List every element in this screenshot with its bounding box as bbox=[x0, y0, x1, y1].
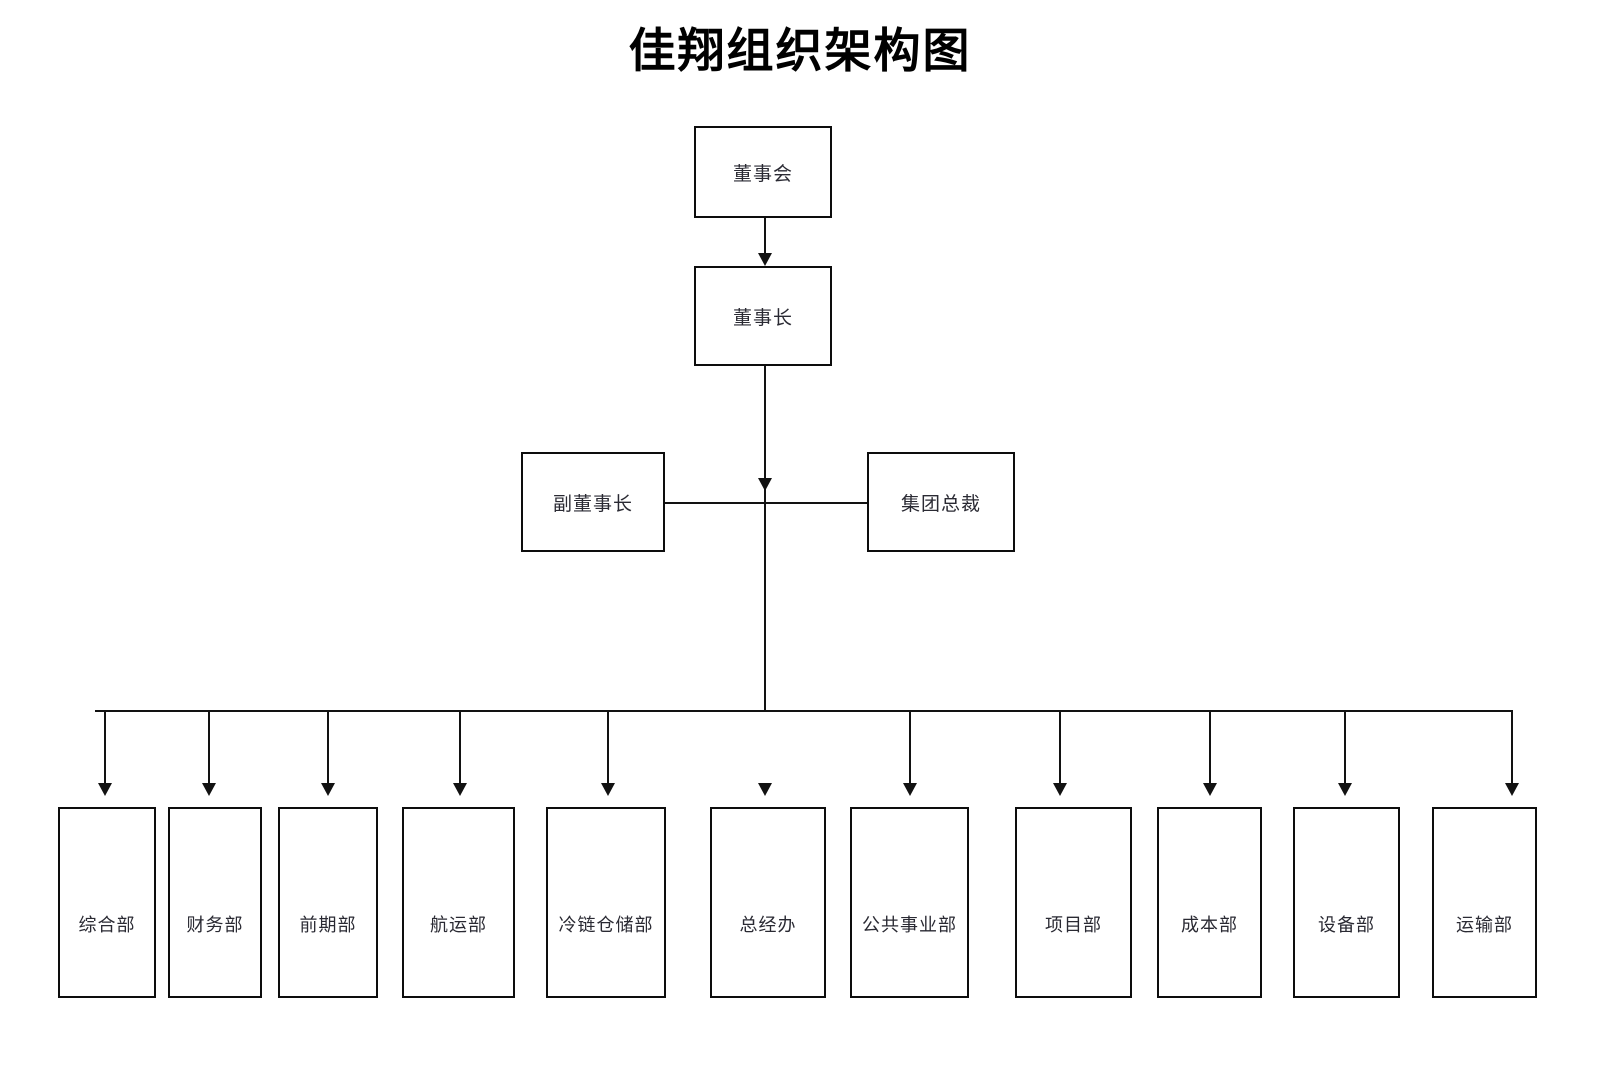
edge-chairman-trunk-lower bbox=[764, 491, 766, 711]
node-dept-general-affairs[interactable]: 综合部 bbox=[58, 807, 156, 998]
node-dept-equipment-label: 设备部 bbox=[1318, 915, 1375, 935]
edge-drop-dept-shipping bbox=[459, 710, 461, 785]
arrow-dept-cost-icon bbox=[1203, 783, 1217, 796]
arrow-board-to-chairman-icon bbox=[758, 253, 772, 266]
node-dept-project[interactable]: 项目部 bbox=[1015, 807, 1132, 998]
node-dept-general-affairs-label: 综合部 bbox=[78, 915, 136, 935]
node-dept-cost-label: 成本部 bbox=[1181, 915, 1238, 935]
node-chairman-label: 董事长 bbox=[732, 307, 793, 329]
node-board-label: 董事会 bbox=[732, 163, 793, 185]
edge-board-to-chairman bbox=[764, 218, 766, 258]
node-dept-cost[interactable]: 成本部 bbox=[1157, 807, 1262, 998]
node-dept-general-manager-office-label: 总经办 bbox=[739, 915, 797, 935]
edge-vice-chairman-to-trunk bbox=[664, 502, 764, 504]
node-group-president[interactable]: 集团总裁 bbox=[867, 452, 1015, 552]
node-dept-preliminary-label: 前期部 bbox=[299, 915, 357, 935]
node-board[interactable]: 董事会 bbox=[694, 126, 832, 218]
node-dept-equipment[interactable]: 设备部 bbox=[1293, 807, 1400, 998]
node-dept-shipping[interactable]: 航运部 bbox=[402, 807, 515, 998]
node-dept-shipping-label: 航运部 bbox=[430, 915, 487, 935]
edge-trunk-to-group-president bbox=[764, 502, 868, 504]
arrow-dept-general-manager-office-icon bbox=[758, 783, 772, 796]
page-title: 佳翔组织架构图 bbox=[628, 26, 972, 78]
edge-department-bus bbox=[95, 710, 1513, 712]
edge-drop-dept-general-affairs bbox=[104, 710, 106, 785]
edge-drop-dept-equipment bbox=[1344, 710, 1346, 785]
node-dept-public-utilities-label: 公共事业部 bbox=[862, 915, 957, 935]
node-dept-finance[interactable]: 财务部 bbox=[168, 807, 262, 998]
edge-drop-dept-cold-chain-warehouse bbox=[607, 710, 609, 785]
arrow-dept-general-affairs-icon bbox=[98, 783, 112, 796]
edge-drop-dept-project bbox=[1059, 710, 1061, 785]
node-group-president-label: 集团总裁 bbox=[900, 493, 981, 515]
edge-chairman-trunk-upper bbox=[764, 366, 766, 491]
node-dept-cold-chain-warehouse[interactable]: 冷链仓储部 bbox=[546, 807, 666, 998]
arrow-dept-preliminary-icon bbox=[321, 783, 335, 796]
edge-drop-dept-preliminary bbox=[327, 710, 329, 785]
arrow-dept-cold-chain-warehouse-icon bbox=[601, 783, 615, 796]
edge-drop-dept-finance bbox=[208, 710, 210, 785]
node-vice-chairman-label: 副董事长 bbox=[552, 493, 633, 515]
arrow-dept-project-icon bbox=[1053, 783, 1067, 796]
node-dept-project-label: 项目部 bbox=[1045, 915, 1102, 935]
edge-drop-dept-cost bbox=[1209, 710, 1211, 785]
node-dept-general-manager-office[interactable]: 总经办 bbox=[710, 807, 826, 998]
node-dept-finance-label: 财务部 bbox=[186, 915, 244, 935]
edge-drop-dept-public-utilities bbox=[909, 710, 911, 785]
node-dept-cold-chain-warehouse-label: 冷链仓储部 bbox=[558, 915, 654, 935]
arrow-dept-public-utilities-icon bbox=[903, 783, 917, 796]
arrow-chairman-trunk-icon bbox=[758, 478, 772, 491]
arrow-dept-finance-icon bbox=[202, 783, 216, 796]
node-dept-public-utilities[interactable]: 公共事业部 bbox=[850, 807, 969, 998]
arrow-dept-transport-icon bbox=[1505, 783, 1519, 796]
node-vice-chairman[interactable]: 副董事长 bbox=[521, 452, 665, 552]
arrow-dept-equipment-icon bbox=[1338, 783, 1352, 796]
edge-drop-dept-transport bbox=[1511, 710, 1513, 785]
node-dept-transport-label: 运输部 bbox=[1456, 915, 1513, 935]
arrow-dept-shipping-icon bbox=[453, 783, 467, 796]
node-dept-preliminary[interactable]: 前期部 bbox=[278, 807, 378, 998]
node-chairman[interactable]: 董事长 bbox=[694, 266, 832, 366]
node-dept-transport[interactable]: 运输部 bbox=[1432, 807, 1537, 998]
